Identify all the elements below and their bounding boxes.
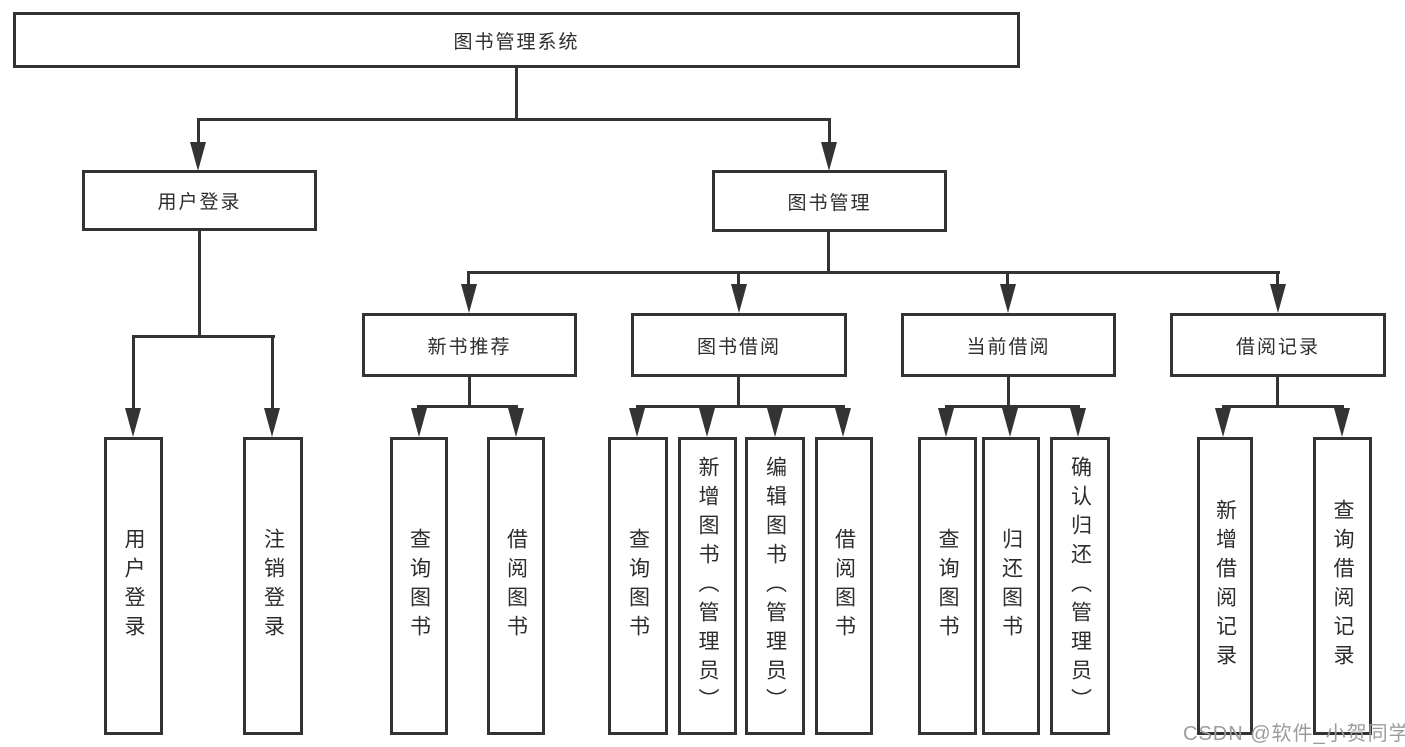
connector-drop-leaf-user-login xyxy=(132,335,135,412)
connector-borrow-records-stem xyxy=(1276,377,1279,408)
arrow-down-icon xyxy=(508,408,524,437)
leaf-query-books-current: 查询图书 xyxy=(918,437,977,735)
leaf-add-book-admin: 新增图书（管理员） xyxy=(678,437,737,735)
arrow-down-icon xyxy=(731,284,747,313)
arrow-down-icon xyxy=(835,408,851,437)
leaf-borrow-books: 借阅图书 xyxy=(815,437,873,735)
connector-drop-new-book xyxy=(467,271,470,287)
arrow-down-icon xyxy=(1002,408,1018,437)
arrow-down-icon xyxy=(1270,284,1286,313)
node-current-borrow: 当前借阅 xyxy=(901,313,1116,377)
arrow-down-icon xyxy=(629,408,645,437)
leaf-return-book: 归还图书 xyxy=(982,437,1040,735)
leaf-query-books-borrow: 查询图书 xyxy=(608,437,668,735)
connector-current-borrow-stem xyxy=(1007,377,1010,408)
arrow-down-icon xyxy=(411,408,427,437)
leaf-borrow-books-recommend: 借阅图书 xyxy=(487,437,545,735)
arrow-down-icon xyxy=(1334,408,1350,437)
connector-root-stem xyxy=(515,68,518,121)
connector-drop-book-borrow xyxy=(737,271,740,287)
connector-level2-rail xyxy=(197,118,831,121)
connector-level3-rail xyxy=(467,271,1280,274)
connector-book-borrow-stem xyxy=(737,377,740,408)
connector-drop-user-login xyxy=(197,118,200,146)
connector-book-borrow-rail xyxy=(636,405,845,408)
connector-drop-borrow-records xyxy=(1276,271,1279,287)
leaf-confirm-return-admin: 确认归还（管理员） xyxy=(1050,437,1110,735)
arrow-down-icon xyxy=(125,408,141,437)
arrow-down-icon xyxy=(1070,408,1086,437)
connector-new-book-stem xyxy=(468,377,471,408)
leaf-query-borrow-record: 查询借阅记录 xyxy=(1313,437,1372,735)
connector-new-book-rail xyxy=(417,405,518,408)
arrow-down-icon xyxy=(264,408,280,437)
arrow-down-icon xyxy=(1215,408,1231,437)
connector-drop-current-borrow xyxy=(1006,271,1009,287)
connector-user-login-stem xyxy=(198,231,201,338)
csdn-watermark: CSDN @软件_小贺同学 xyxy=(1183,723,1405,745)
leaf-add-borrow-record: 新增借阅记录 xyxy=(1197,437,1253,735)
leaf-edit-book-admin: 编辑图书（管理员） xyxy=(745,437,805,735)
leaf-logout: 注销登录 xyxy=(243,437,303,735)
connector-borrow-records-rail xyxy=(1222,405,1344,408)
arrow-down-icon xyxy=(190,142,206,171)
connector-drop-leaf-logout xyxy=(271,335,274,412)
node-new-book-recommend: 新书推荐 xyxy=(362,313,577,377)
node-book-management: 图书管理 xyxy=(712,170,947,232)
connector-current-borrow-rail xyxy=(945,405,1080,408)
connector-book-mgmt-stem xyxy=(827,232,830,274)
arrow-down-icon xyxy=(767,408,783,437)
arrow-down-icon xyxy=(461,284,477,313)
node-borrow-records: 借阅记录 xyxy=(1170,313,1386,377)
arrow-down-icon xyxy=(1000,284,1016,313)
leaf-query-books-recommend: 查询图书 xyxy=(390,437,448,735)
arrow-down-icon xyxy=(699,408,715,437)
leaf-user-login: 用户登录 xyxy=(104,437,163,735)
connector-drop-book-management xyxy=(828,118,831,146)
arrow-down-icon xyxy=(821,142,837,171)
node-root-library-system: 图书管理系统 xyxy=(13,12,1020,68)
node-book-borrow: 图书借阅 xyxy=(631,313,847,377)
connector-user-login-rail xyxy=(132,335,275,338)
node-user-login: 用户登录 xyxy=(82,170,317,231)
arrow-down-icon xyxy=(938,408,954,437)
